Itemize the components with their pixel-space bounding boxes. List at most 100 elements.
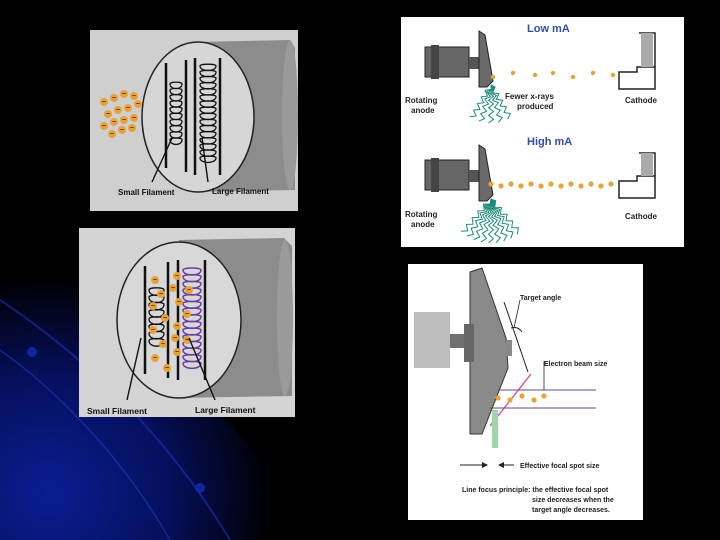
large-filament-coil (182, 267, 202, 370)
cathode-label: Cathode (625, 96, 658, 105)
electron-symbol: − (116, 105, 120, 114)
xray-line (487, 198, 495, 244)
line-focus-diagram: Target angle Electron beam size Effectiv… (414, 267, 614, 514)
rotating-anode-label: anode (411, 106, 435, 115)
electron-dot (124, 104, 132, 112)
electron-dot (149, 302, 157, 310)
xray-line (460, 198, 492, 232)
electron-dot (114, 106, 122, 114)
electron-dot (110, 94, 118, 102)
target-angle-label: Target angle (520, 295, 561, 302)
electron-symbol: − (126, 103, 130, 112)
electron-dot (519, 393, 525, 399)
cathode-label: Cathode (625, 212, 658, 221)
electron-dot (110, 118, 118, 126)
electron-symbol: − (120, 125, 124, 134)
electron-beam (495, 393, 547, 403)
electron-dot (161, 314, 169, 322)
small-filament-coil (169, 81, 183, 146)
electron-dot (610, 72, 616, 78)
electron-stream-low (490, 70, 616, 80)
electron-dot (163, 364, 171, 372)
electron-dot (118, 126, 126, 134)
rotating-anode-label: Rotating (405, 96, 438, 105)
electron-symbol: − (106, 109, 110, 118)
electron-dot (185, 286, 193, 294)
electron-dot (510, 70, 516, 76)
electron-symbol: − (112, 117, 116, 126)
rotating-anode-label: Rotating (405, 210, 438, 219)
xray-line (473, 198, 493, 240)
electron-beam-size-label: Electron beam size (544, 361, 608, 368)
electron-dot (570, 74, 576, 80)
electron-dot (488, 181, 494, 187)
electron-dot (173, 322, 181, 330)
filament-diagram-bottom: −−−−−−−−−−−−−−−−− Small Filament Large F… (87, 238, 293, 416)
large-filament-coil (199, 63, 217, 164)
electron-dot (588, 181, 594, 187)
electron-dot (130, 114, 138, 122)
electron-symbol: − (132, 113, 136, 122)
electron-dot (495, 395, 501, 401)
large-filament-label: Large Filament (195, 405, 256, 415)
xray-line (490, 84, 512, 120)
electron-dot (578, 183, 584, 189)
electron-dot (159, 340, 167, 348)
electron-dot (173, 348, 181, 356)
electron-dot (151, 354, 159, 362)
filament-diagram-top: −−−−−−−−−−−−−−− Small Filament Large Fil… (100, 40, 298, 197)
electron-dot (498, 183, 504, 189)
electron-dot (507, 397, 513, 403)
electron-stream-high (488, 181, 614, 189)
xray-line (489, 84, 504, 123)
electron-symbol: − (122, 115, 126, 124)
electron-dot (120, 116, 128, 124)
electron-symbol: − (177, 297, 181, 306)
electron-dot (128, 124, 136, 132)
electron-symbol: − (175, 321, 179, 330)
ma-panel: Low mA Rotating anode Fewer x-rays produ… (401, 17, 684, 247)
electron-symbol: − (112, 93, 116, 102)
electron-dot (558, 183, 564, 189)
electron-symbol: − (163, 313, 167, 322)
xray-line (490, 198, 508, 242)
filament-panel-bottom: −−−−−−−−−−−−−−−−− Small Filament Large F… (79, 228, 295, 417)
electron-dot (598, 183, 604, 189)
small-filament-label: Small Filament (87, 406, 147, 416)
electron-symbol: − (151, 325, 155, 334)
electron-symbol: − (136, 99, 140, 108)
electron-symbol: − (132, 91, 136, 100)
filament-panel-top: −−−−−−−−−−−−−−− Small Filament Large Fil… (90, 30, 298, 211)
electron-symbol: − (153, 275, 157, 284)
electron-dot (100, 122, 108, 130)
electron-dot (149, 326, 157, 334)
electron-symbol: − (175, 271, 179, 280)
electron-symbol: − (153, 353, 157, 362)
electron-dot (108, 130, 116, 138)
electron-symbol: − (159, 289, 163, 298)
electron-symbol: − (171, 283, 175, 292)
xray-line (478, 84, 494, 122)
electron-dot (590, 70, 596, 76)
electron-symbol: − (185, 335, 189, 344)
electron-dot (490, 74, 496, 80)
line-focus-principle-text: size decreases when the (532, 497, 614, 504)
electron-symbol: − (151, 301, 155, 310)
electron-dot (134, 100, 142, 108)
low-ma-title: Low mA (527, 23, 570, 35)
electron-symbol: − (110, 129, 114, 138)
electron-dot (568, 181, 574, 187)
focal-spot-size-label: Effective focal spot size (520, 463, 599, 470)
electron-symbol: − (165, 363, 169, 372)
electron-dot (171, 334, 179, 342)
xray-line (487, 84, 495, 124)
electron-symbol: − (173, 333, 177, 342)
decor-dot (27, 347, 37, 357)
electron-dot (120, 90, 128, 98)
electron-symbol: − (185, 309, 189, 318)
electron-dot (100, 98, 108, 106)
electron-symbol: − (102, 97, 106, 106)
electron-dot (169, 284, 177, 292)
line-focus-panel: Target angle Electron beam size Effectiv… (408, 264, 643, 520)
electron-dot (548, 181, 554, 187)
